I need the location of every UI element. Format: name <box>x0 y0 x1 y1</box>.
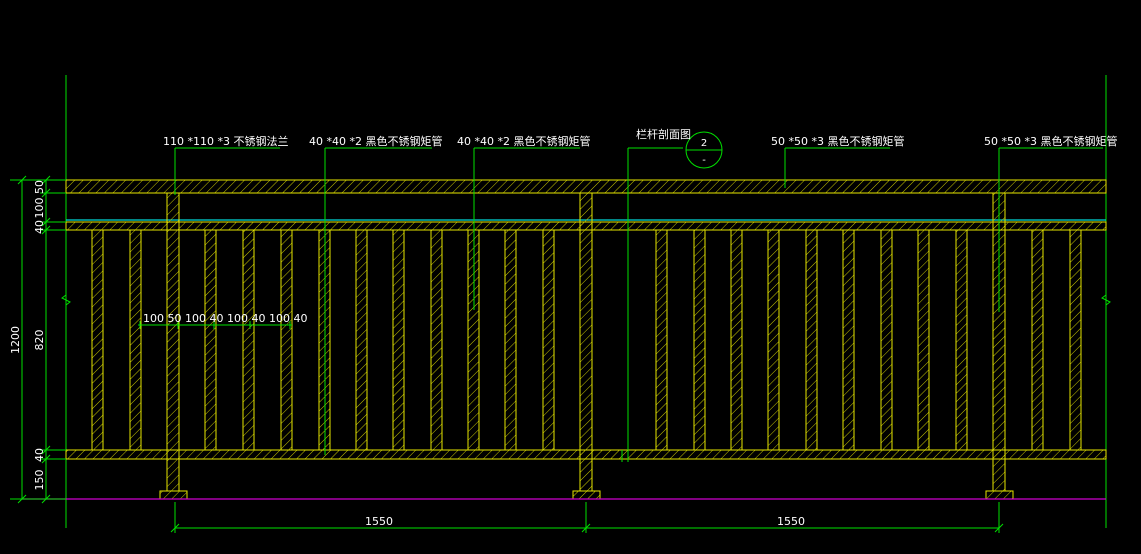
label-tube-b: 40 *40 *2 黑色不锈钢矩管 <box>457 134 590 148</box>
baluster <box>242 229 255 451</box>
baluster <box>730 229 743 451</box>
posts <box>159 192 1014 500</box>
baluster <box>917 229 930 451</box>
baluster <box>955 229 968 451</box>
baluster <box>504 229 517 451</box>
baluster <box>805 229 818 451</box>
baluster <box>1069 229 1082 451</box>
baluster <box>1031 229 1044 451</box>
baluster <box>204 229 217 451</box>
dim-820-text: 820 <box>33 330 46 351</box>
dim-40-bottom-text: 40 <box>33 448 46 462</box>
baluster <box>767 229 780 451</box>
dim-total-text: 1200 <box>9 326 22 354</box>
baluster <box>655 229 668 451</box>
baluster <box>842 229 855 451</box>
post-middle <box>572 192 601 500</box>
baluster <box>392 229 405 451</box>
baluster <box>693 229 706 451</box>
label-tube-d: 50 *50 *3 黑色不锈钢矩管 <box>984 134 1117 148</box>
spacing-chain-text: 100 50 100 40 100 40 100 40 <box>143 312 307 325</box>
span-left-text: 1550 <box>365 515 393 528</box>
baluster <box>430 229 443 451</box>
label-tube-c: 50 *50 *3 黑色不锈钢矩管 <box>771 134 904 148</box>
baluster <box>542 229 555 451</box>
span-dimensions: 1550 1550 <box>170 502 1004 533</box>
span-right-text: 1550 <box>777 515 805 528</box>
vertical-dimensions: 1200 50 100 40 820 40 150 <box>9 175 66 504</box>
dim-150-text: 150 <box>33 470 46 491</box>
dim-40-top-text: 40 <box>33 220 46 234</box>
section-tag-sheet: - <box>702 155 706 166</box>
top-handrail <box>65 179 1107 194</box>
baluster <box>880 229 893 451</box>
label-tube-a: 40 *40 *2 黑色不锈钢矩管 <box>309 134 442 148</box>
section-tag-number: 2 <box>701 138 707 149</box>
dim-50-text: 50 <box>33 180 46 194</box>
label-flange: 110 *110 *3 不锈钢法兰 <box>163 134 288 148</box>
callout-labels: 110 *110 *3 不锈钢法兰 40 *40 *2 黑色不锈钢矩管 40 *… <box>163 127 1117 166</box>
baluster <box>280 229 293 451</box>
spacing-dimension: 100 50 100 40 100 40 100 40 <box>138 312 307 329</box>
baluster <box>129 229 142 451</box>
post-left <box>159 192 188 500</box>
baluster <box>91 229 104 451</box>
balusters <box>91 229 1082 451</box>
baluster <box>355 229 368 451</box>
leader-lines <box>174 131 1103 462</box>
post-right <box>985 192 1014 500</box>
label-section-ref: 栏杆剖面图 <box>636 127 691 141</box>
dim-100-text: 100 <box>33 198 46 219</box>
